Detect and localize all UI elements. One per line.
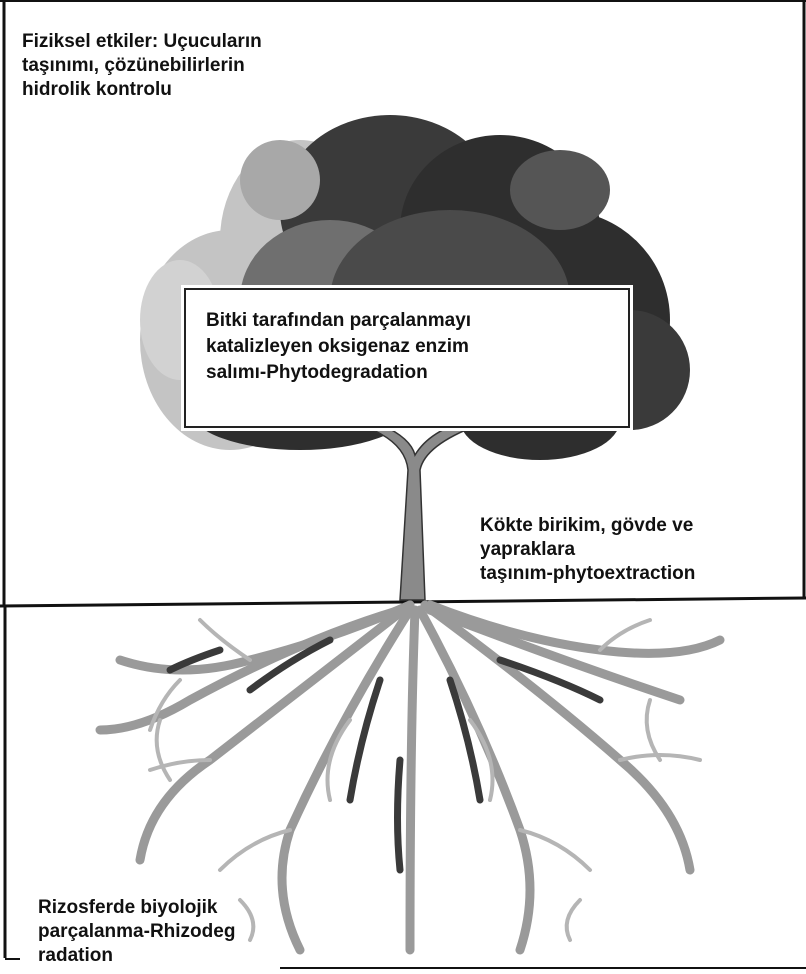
label-phytoextraction: Kökte birikim, gövde ve yapraklara taşın…: [476, 512, 699, 588]
label-rhizodegradation: Rizosferde biyolojik parçalanma-Rhizodeg…: [38, 896, 235, 968]
label-phytodegradation: Bitki tarafından parçalanmayı katalizley…: [206, 308, 471, 386]
label-physical-effects: Fiziksel etkiler: Uçucuların taşınımı, ç…: [22, 30, 262, 102]
tree-trunk-icon: [360, 420, 478, 600]
